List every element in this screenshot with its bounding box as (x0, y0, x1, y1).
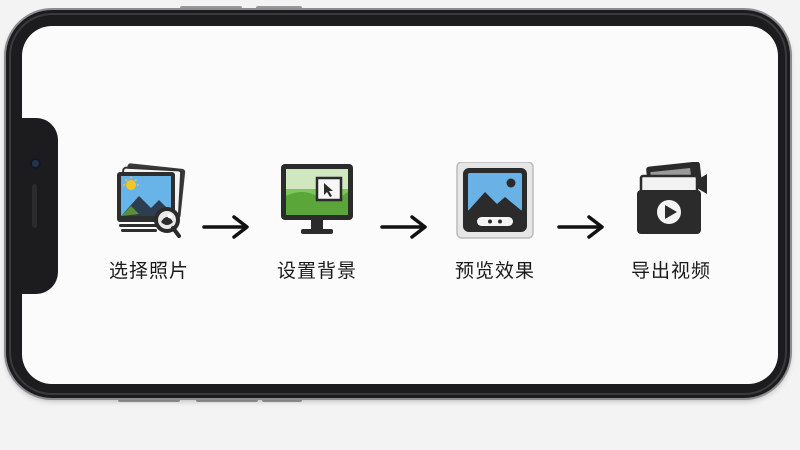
step-label-set-background: 设置背景 (276, 260, 357, 282)
step-label-export-video: 导出视频 (630, 260, 711, 282)
speaker-grille (32, 184, 37, 228)
notch (22, 118, 58, 294)
front-camera-icon (30, 158, 41, 169)
step-label-preview-effect: 预览效果 (454, 260, 535, 282)
side-button (196, 397, 258, 402)
arrow-right-icon (557, 215, 604, 239)
monitor-background-icon (281, 164, 353, 234)
step-label-select-photo: 选择照片 (108, 260, 189, 282)
arrow-right-icon (202, 215, 249, 239)
side-button (118, 397, 180, 402)
preview-image-icon (456, 162, 534, 239)
arrow-right-icon (380, 215, 427, 239)
step-set-background[interactable]: 设置背景 (262, 162, 372, 292)
export-video-icon (637, 162, 707, 234)
phone-rim (9, 13, 787, 395)
step-preview-effect[interactable]: 预览效果 (440, 162, 550, 292)
photo-select-icon (117, 163, 186, 238)
phone-screen: 选择照片 设置背景 (22, 26, 778, 384)
step-select-photo[interactable]: 选择照片 (94, 162, 204, 292)
side-button (262, 397, 302, 402)
step-export-video[interactable]: 导出视频 (616, 162, 726, 292)
volume-button (180, 6, 242, 11)
volume-button (256, 6, 302, 11)
